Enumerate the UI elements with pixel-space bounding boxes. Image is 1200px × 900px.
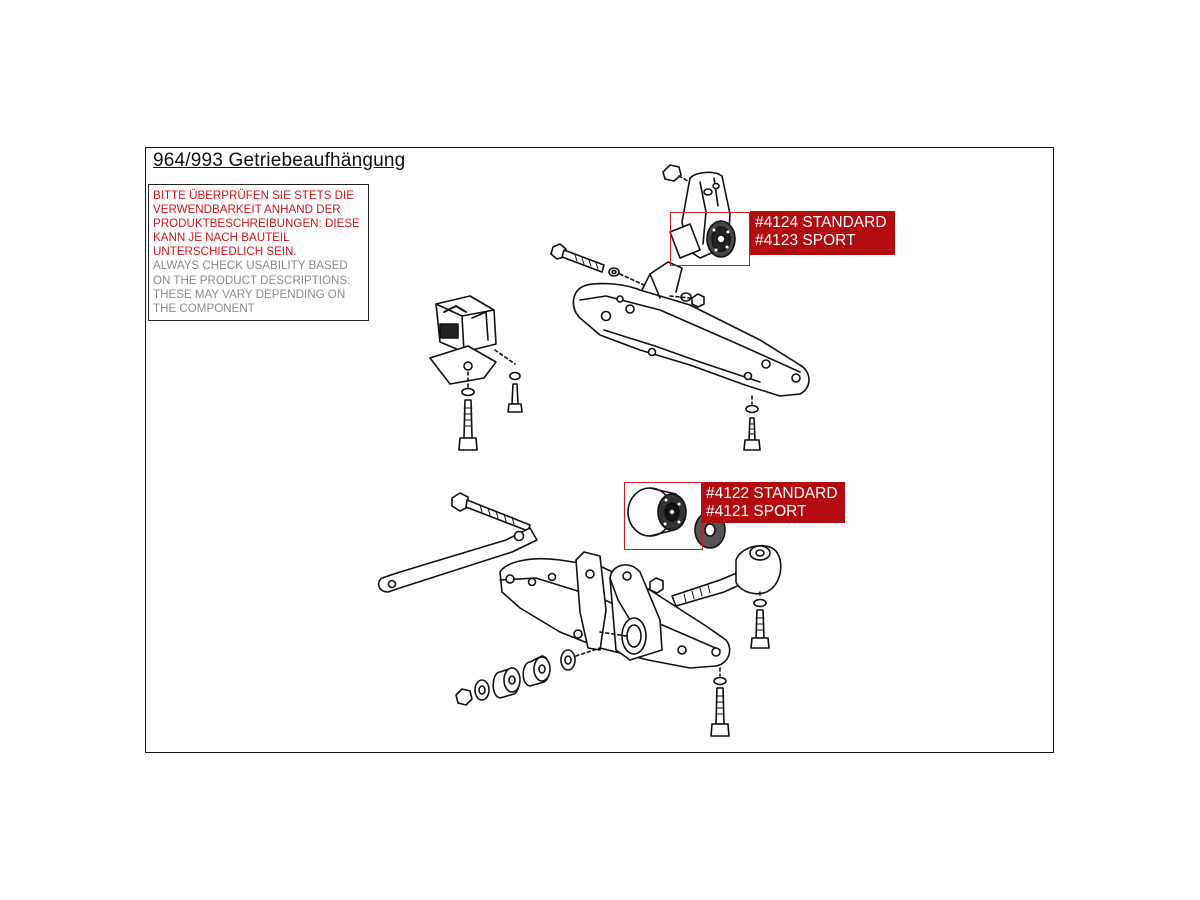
notice-en-line: ALWAYS CHECK USABILITY BASED xyxy=(153,259,348,273)
callout-upper-sport: #4123 SPORT xyxy=(755,232,856,249)
lower-bottom-bolt xyxy=(710,667,730,737)
callout-lower-mount: #4122 STANDARD #4121 SPORT xyxy=(701,482,845,523)
notice-en-line: ON THE PRODUCT DESCRIPTIONS: xyxy=(153,273,351,287)
notice-de-line: BITTE ÜBERPRÜFEN SIE STETS DIE xyxy=(153,189,354,202)
notice-de-line: KANN JE NACH BAUTEIL xyxy=(153,231,290,245)
notice-en-line: THE COMPONENT xyxy=(153,301,255,315)
callout-upper-mount: #4124 STANDARD #4123 SPORT xyxy=(750,211,895,255)
upper-long-bolt xyxy=(550,243,645,286)
lower-long-bolt xyxy=(451,492,531,532)
upper-rubber-mount xyxy=(669,220,736,259)
notice-de-line: UNTERSCHIEDLICH SEIN. xyxy=(153,245,297,259)
diagram-frame xyxy=(145,147,1054,753)
notice-en-line: THESE MAY VARY DEPENDING ON xyxy=(153,287,346,301)
lower-mount-bracket xyxy=(575,551,664,661)
diagram-title: 964/993 Getriebeaufhängung xyxy=(153,150,406,171)
callout-lower-standard: #4122 STANDARD xyxy=(706,485,838,502)
upper-mount-highlight-box xyxy=(670,212,750,266)
upper-crossmember xyxy=(572,261,810,397)
tie-rod xyxy=(377,527,538,593)
notice-de-line: PRODUKTBESCHREIBUNGEN: DIESE xyxy=(153,217,360,231)
callout-upper-standard: #4124 STANDARD xyxy=(755,214,887,231)
notice-de-line: VERWENDBARKEIT ANHAND DER xyxy=(153,203,341,217)
lower-bushing-stack xyxy=(455,647,601,706)
usability-notice-box: BITTE ÜBERPRÜFEN SIE STETS DIE VERWENDBA… xyxy=(148,184,369,321)
left-gearbox-mount xyxy=(429,295,523,451)
right-ball-joint xyxy=(671,544,782,649)
callout-lower-sport: #4121 SPORT xyxy=(706,503,807,520)
upper-bottom-bolt-right xyxy=(743,395,761,451)
lower-mount-highlight-box xyxy=(624,482,703,550)
